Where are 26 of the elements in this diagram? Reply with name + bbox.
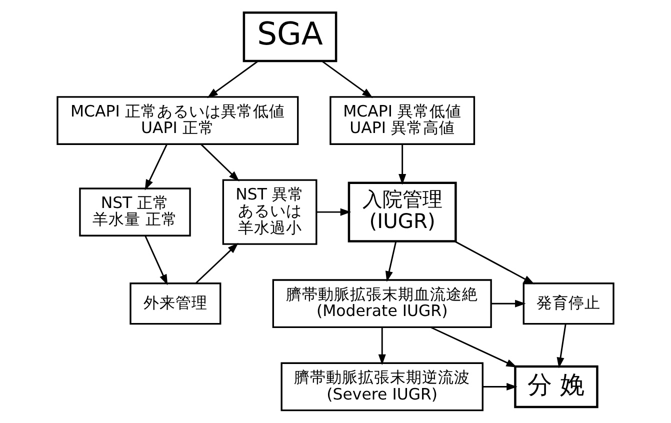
node-box: NST 正常 羊水量 正常 [79, 188, 191, 236]
node-box: MCAPI 異常低値 UAPI 異常高値 [330, 96, 476, 145]
arrow [385, 241, 397, 282]
node-box: 臍帯動脈拡張末期血流途絶 (Moderate IUGR) [272, 279, 492, 328]
arrow [144, 144, 168, 190]
arrow [200, 144, 240, 182]
node-box: 外来管理 [130, 282, 222, 325]
node-box: SGA [242, 12, 338, 62]
arrow [144, 235, 168, 286]
node-box: 発育停止 [522, 282, 614, 325]
node-box: MCAPI 正常あるいは異常低値 UAPI 正常 [56, 96, 299, 145]
arrow [316, 208, 352, 216]
node-box: 臍帯動脈拡張末期逆流波 (Severe IUGR) [280, 362, 484, 412]
arrow [454, 240, 535, 284]
arrow [398, 144, 406, 185]
arrow [491, 300, 526, 308]
arrow [482, 382, 518, 390]
arrow [195, 242, 238, 284]
node-box: 入院管理 (IUGR) [348, 182, 457, 242]
node-box: 分 娩 [514, 365, 598, 408]
arrow [378, 327, 386, 366]
arrow [207, 60, 259, 98]
arrow [321, 60, 373, 98]
arrow [430, 326, 518, 368]
arrow [556, 324, 566, 368]
node-box: NST 異常 あるいは 羊水過小 [222, 179, 318, 245]
